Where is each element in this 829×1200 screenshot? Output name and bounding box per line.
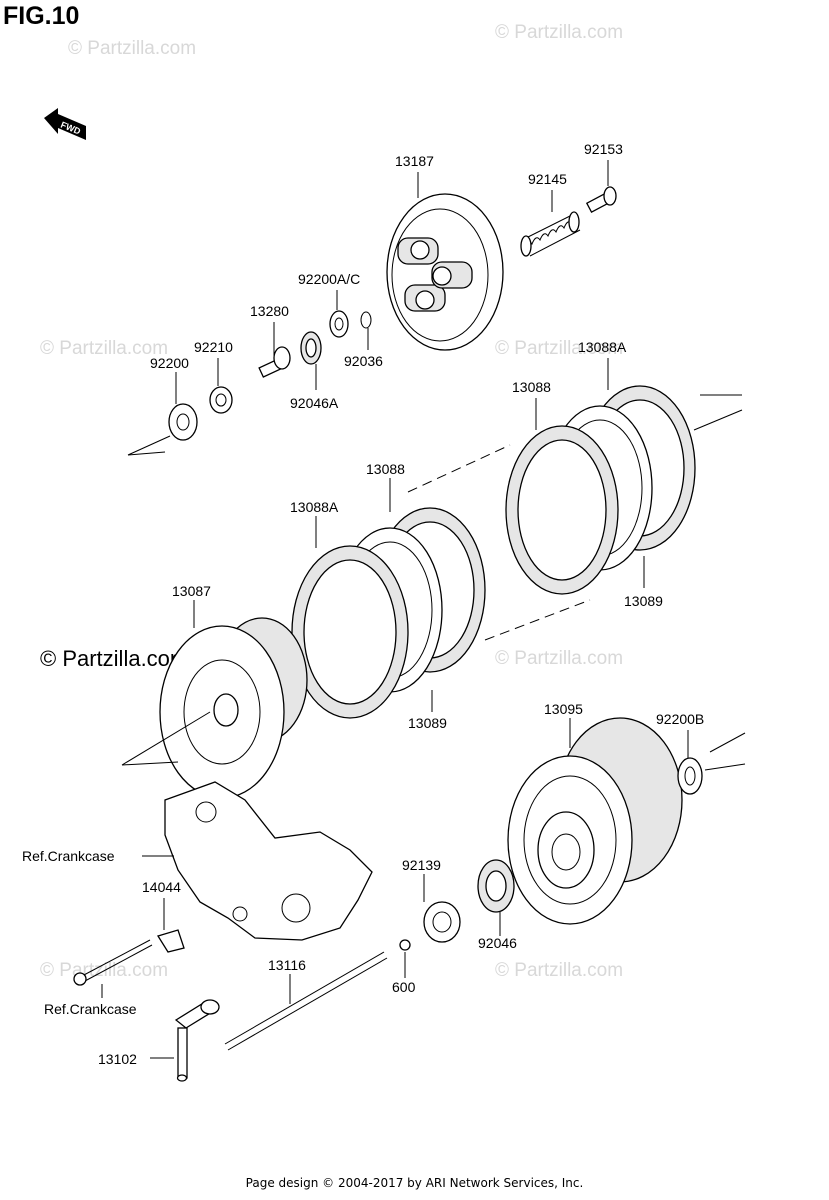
push-rod [224, 951, 388, 1051]
circlip [360, 311, 372, 329]
pressure-plate [386, 193, 504, 351]
label-13089: 13089 [408, 715, 447, 731]
label-13187: 13187 [395, 153, 434, 169]
label-13102: 13102 [98, 1051, 137, 1067]
label-13088: 13088 [366, 461, 405, 477]
label-13088: 13088 [512, 379, 551, 395]
label-14044: 14044 [142, 879, 181, 895]
label-92139: 92139 [402, 857, 441, 873]
collar [423, 901, 461, 943]
washer [677, 757, 703, 795]
figure-title: FIG.10 [3, 2, 80, 30]
label-92046: 92046 [478, 935, 517, 951]
bracket [156, 929, 185, 953]
watermark: © Partzilla.com [495, 338, 624, 359]
label-92200: 92200 [150, 355, 189, 371]
clutch-spring [520, 211, 581, 257]
label-13089: 13089 [624, 593, 663, 609]
pusher [258, 346, 291, 378]
label-92153: 92153 [584, 141, 623, 157]
release-shaft [174, 999, 220, 1082]
watermark-strong: © Partzilla.com [40, 646, 189, 671]
fwd-arrow-icon: FWD [44, 108, 86, 140]
lock-washer [168, 403, 198, 441]
label-13095: 13095 [544, 701, 583, 717]
clutch-hub [507, 717, 683, 925]
clutch-housing [159, 617, 308, 799]
label-13280: 13280 [250, 303, 289, 319]
crankcase-bolt [73, 939, 153, 986]
label-92200b: 92200B [656, 711, 704, 727]
watermark: © Partzilla.com [40, 338, 169, 359]
label-13116: 13116 [268, 957, 306, 973]
crankcase-reference [164, 781, 373, 941]
label-ref-crankcase: Ref.Crankcase [22, 848, 115, 864]
label-92210: 92210 [194, 339, 233, 355]
label-92200ac: 92200A/C [298, 271, 360, 287]
watermark: © Partzilla.com [495, 960, 624, 981]
watermark: © Partzilla.com [495, 22, 624, 43]
label-92145: 92145 [528, 171, 567, 187]
label-600: 600 [392, 979, 416, 995]
watermark: © Partzilla.com [68, 38, 197, 59]
label-13087: 13087 [172, 583, 211, 599]
label-13088a: 13088A [578, 339, 627, 355]
label-92036: 92036 [344, 353, 383, 369]
label-92046a: 92046A [290, 395, 339, 411]
label-ref-crankcase: Ref.Crankcase [44, 1001, 137, 1017]
fwd-label: FWD [59, 120, 82, 137]
steel-ball [399, 939, 411, 951]
watermark: © Partzilla.com [495, 648, 624, 669]
washer [329, 310, 349, 338]
label-13088a: 13088A [290, 499, 339, 515]
nut [209, 386, 233, 414]
footer-copyright: Page design © 2004-2017 by ARI Network S… [245, 1176, 584, 1190]
bolt [585, 186, 617, 213]
